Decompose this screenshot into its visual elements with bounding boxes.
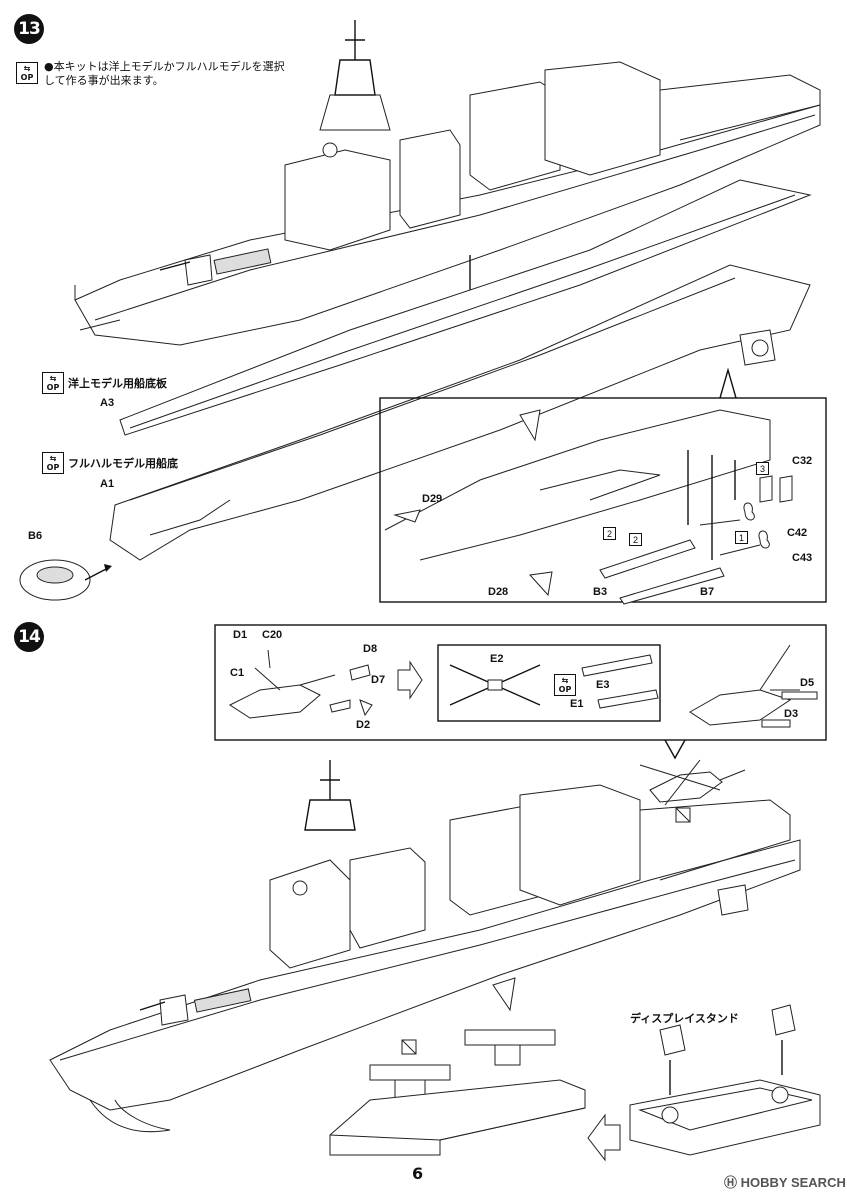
op-text: OP <box>46 383 60 392</box>
waterline-plate-a3 <box>119 179 812 436</box>
part-d28: D28 <box>488 586 509 598</box>
part-d3: D3 <box>784 708 799 720</box>
swap-arrows-icon: ⇆ <box>49 374 57 383</box>
part-e2: E2 <box>490 653 504 665</box>
display-stand <box>329 1029 586 1156</box>
op-text: OP <box>558 685 572 694</box>
swap-arrows-icon: ⇆ <box>23 64 31 73</box>
callout-2b: 2 <box>629 533 642 546</box>
helicopter-on-deck <box>639 759 746 823</box>
fullhull-label: フルハルモデル用船底 <box>68 457 178 470</box>
swap-arrows-icon: ⇆ <box>561 676 569 685</box>
part-d2: D2 <box>356 719 371 731</box>
part-e3: E3 <box>596 679 610 691</box>
helicopter-assembled <box>689 644 818 728</box>
upper-hull-13 <box>74 20 821 346</box>
part-e1: E1 <box>570 698 584 710</box>
part-a3: A3 <box>100 397 115 409</box>
part-b3: B3 <box>593 586 608 598</box>
sonar-dome-b6 <box>19 559 112 601</box>
watermark-logo-icon: Ⓗ <box>724 1175 741 1190</box>
part-c42: C42 <box>787 527 808 539</box>
step-14-badge: 14 <box>14 622 44 652</box>
display-stand-label: ディスプレイスタンド <box>630 1012 739 1025</box>
part-c32: C32 <box>792 455 813 467</box>
part-d1: D1 <box>233 629 248 641</box>
optional-icon-blades: ⇆ OP <box>554 674 576 696</box>
part-d5: D5 <box>800 677 815 689</box>
optional-icon-fullhull: ⇆ OP <box>42 452 64 474</box>
lower-hull-a1 <box>109 264 811 561</box>
waterline-label: 洋上モデル用船底板 <box>68 377 167 390</box>
assembled-ship-14 <box>49 760 801 1133</box>
part-c43: C43 <box>792 552 813 564</box>
page-number: 6 <box>412 1164 424 1183</box>
swap-arrows-icon: ⇆ <box>49 454 57 463</box>
optional-icon: ⇆ OP <box>16 62 38 84</box>
callout-2a: 2 <box>603 527 616 540</box>
rotor-e2 <box>449 664 541 706</box>
part-b7: B7 <box>700 586 715 598</box>
helicopter-exploded <box>228 649 373 719</box>
callout-3: 3 <box>756 462 769 475</box>
optional-icon-waterline: ⇆ OP <box>42 372 64 394</box>
step-13-badge: 13 <box>14 14 44 44</box>
part-c20: C20 <box>262 629 283 641</box>
op-text: OP <box>46 463 60 472</box>
part-d8: D8 <box>363 643 378 655</box>
part-c1: C1 <box>230 667 245 679</box>
part-d7: D7 <box>371 674 386 686</box>
part-b6: B6 <box>28 530 43 542</box>
stand-assembly <box>629 1004 821 1156</box>
model-choice-note: ●本キットは洋上モデルかフルハルモデルを選択して作る事が出来ます。 <box>44 60 285 87</box>
callout-1: 1 <box>735 531 748 544</box>
part-a1: A1 <box>100 478 115 490</box>
stern-detail <box>384 409 793 605</box>
op-text: OP <box>20 73 34 82</box>
watermark: Ⓗ HOBBY SEARCH <box>724 1175 846 1190</box>
part-d29: D29 <box>422 493 443 505</box>
